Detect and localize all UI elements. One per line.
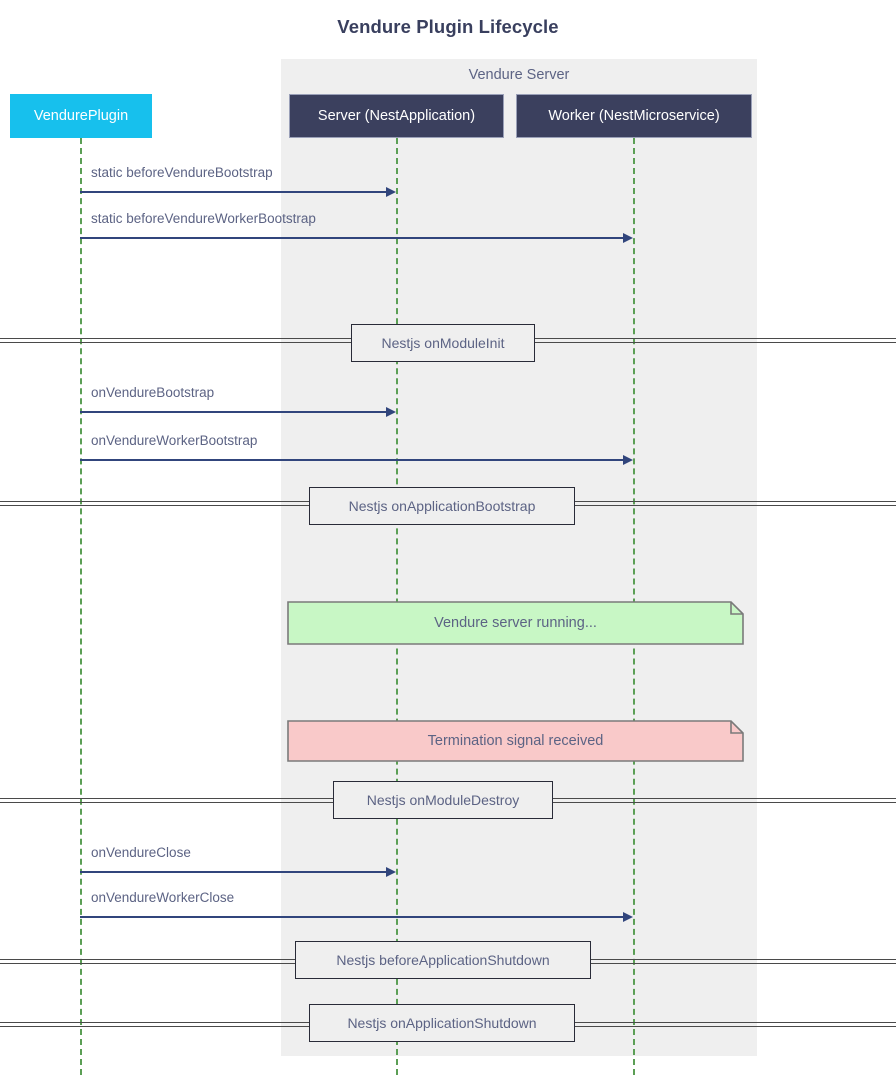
- divider-label-3: Nestjs beforeApplicationShutdown: [295, 941, 591, 979]
- message-line-2: [80, 411, 387, 413]
- message-arrowhead-0: [386, 187, 396, 197]
- divider-label-text: Nestjs onModuleDestroy: [366, 792, 520, 808]
- participant-worker[interactable]: Worker (NestMicroservice): [516, 94, 752, 138]
- message-line-5: [80, 916, 624, 918]
- message-line-0: [80, 191, 387, 193]
- divider-label-text: Nestjs onModuleInit: [381, 335, 505, 351]
- divider-label-2: Nestjs onModuleDestroy: [333, 781, 553, 819]
- group-label-vendure-server: Vendure Server: [468, 67, 570, 83]
- lifeline-plugin: [80, 138, 82, 1075]
- message-arrowhead-5: [623, 912, 633, 922]
- page-title: Vendure Plugin Lifecycle: [337, 16, 559, 37]
- message-arrowhead-3: [623, 455, 633, 465]
- message-arrowhead-4: [386, 867, 396, 877]
- note-1: Termination signal received: [287, 720, 744, 762]
- message-arrowhead-2: [386, 407, 396, 417]
- divider-label-text: Nestjs onApplicationShutdown: [347, 1015, 537, 1031]
- divider-label-0: Nestjs onModuleInit: [351, 324, 535, 362]
- group-box-vendure-server: [281, 59, 757, 1056]
- note-text-1: Termination signal received: [427, 733, 604, 749]
- participant-plugin[interactable]: VendurePlugin: [10, 94, 152, 138]
- message-label-2: onVendureBootstrap: [91, 385, 215, 400]
- divider-label-text: Nestjs beforeApplicationShutdown: [336, 952, 550, 968]
- participant-label-plugin: VendurePlugin: [33, 108, 129, 124]
- participant-label-server: Server (NestApplication): [317, 108, 476, 124]
- message-label-4: onVendureClose: [91, 845, 191, 860]
- message-line-3: [80, 459, 624, 461]
- message-label-0: static beforeVendureBootstrap: [91, 165, 273, 180]
- participant-server[interactable]: Server (NestApplication): [289, 94, 504, 138]
- message-arrowhead-1: [623, 233, 633, 243]
- note-shape-1: [287, 720, 744, 762]
- message-label-5: onVendureWorkerClose: [91, 890, 235, 905]
- note-shape-0: [287, 601, 744, 645]
- divider-label-4: Nestjs onApplicationShutdown: [309, 1004, 575, 1042]
- participant-label-worker: Worker (NestMicroservice): [548, 108, 720, 124]
- divider-label-text: Nestjs onApplicationBootstrap: [348, 498, 536, 514]
- note-text-0: Vendure server running...: [434, 615, 597, 631]
- message-label-3: onVendureWorkerBootstrap: [91, 433, 258, 448]
- message-label-1: static beforeVendureWorkerBootstrap: [91, 211, 316, 226]
- message-line-1: [80, 237, 624, 239]
- divider-label-1: Nestjs onApplicationBootstrap: [309, 487, 575, 525]
- note-0: Vendure server running...: [287, 601, 744, 645]
- message-line-4: [80, 871, 387, 873]
